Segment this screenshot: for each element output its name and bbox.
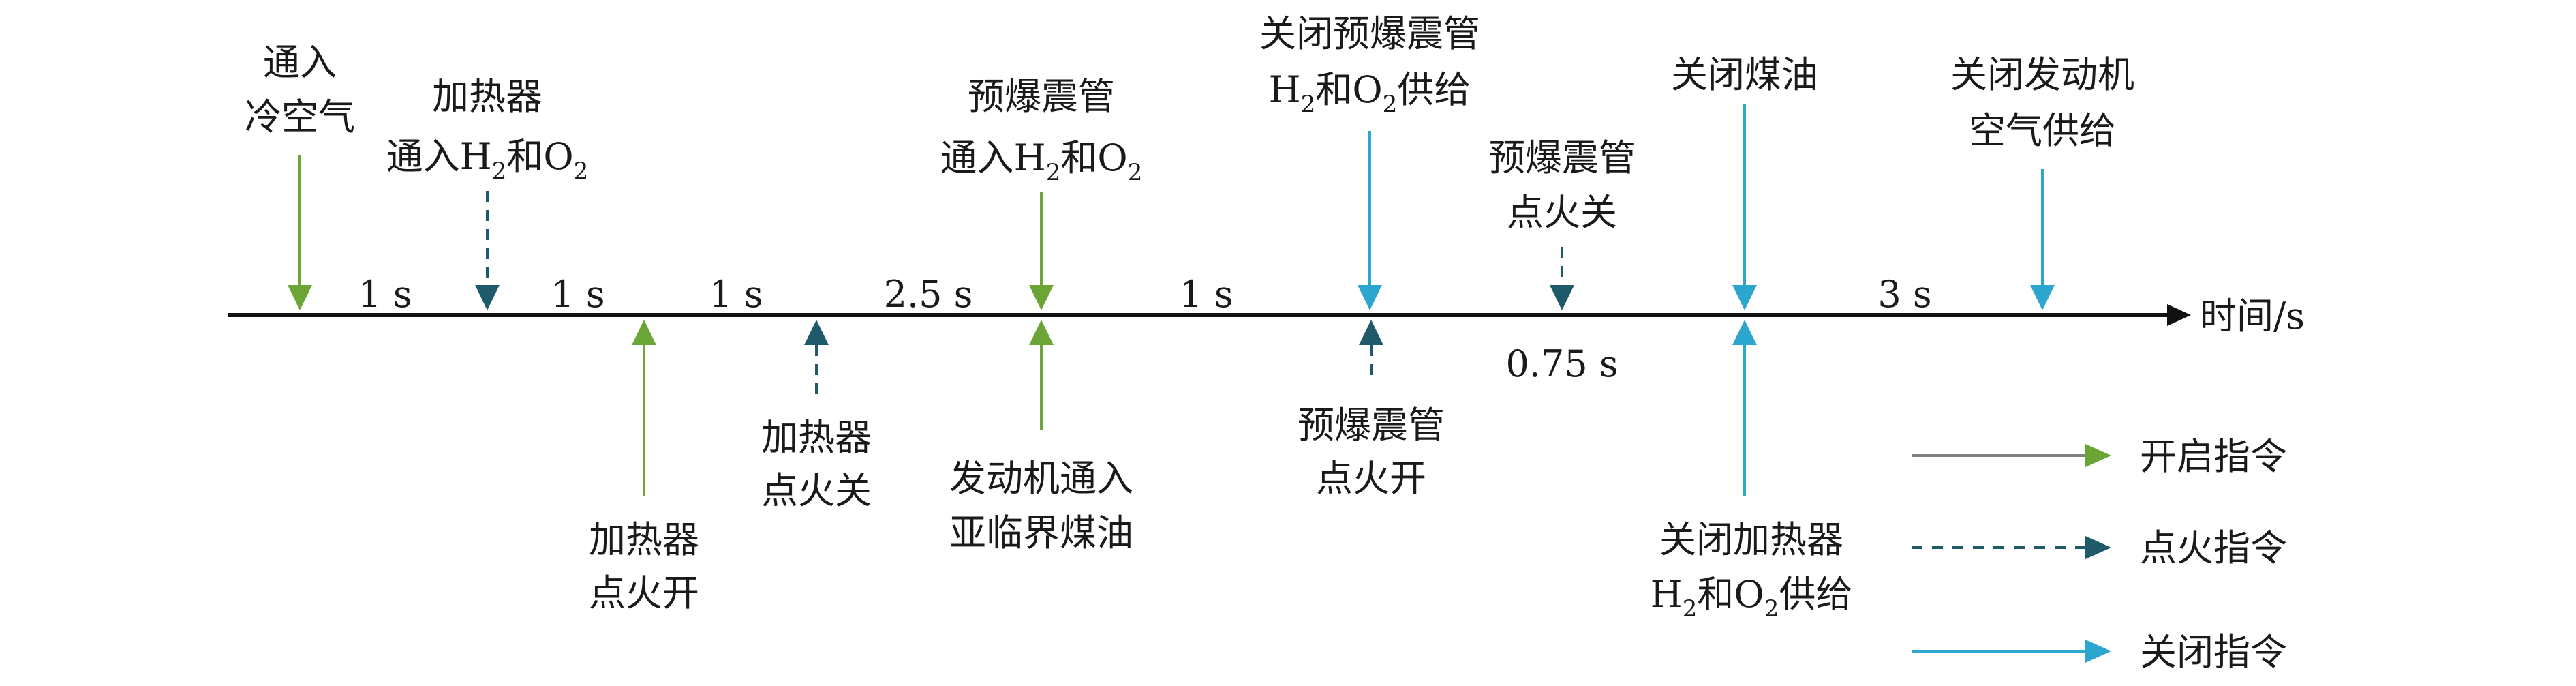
event-label-line: 通入H2和O2 xyxy=(940,136,1143,186)
event-label-line: 通入 xyxy=(263,41,337,84)
event-predetonator-ignition-off: 预爆震管 点火关 xyxy=(1488,136,1636,310)
close-command-arrowhead-icon xyxy=(1732,285,1757,310)
legend-label: 关闭指令 xyxy=(2140,631,2287,674)
event-label-line: 预爆震管 xyxy=(968,75,1115,118)
interval-label: 1 s xyxy=(551,273,604,316)
event-close-kerosene: 关闭煤油 xyxy=(1671,53,1818,310)
event-label-line: H2和O2供给 xyxy=(1269,68,1471,118)
open-command-arrowhead-icon xyxy=(1029,320,1054,345)
event-open-cold-air: 通入 冷空气 xyxy=(245,41,355,310)
event-label-line: 点火关 xyxy=(1507,191,1617,234)
event-heater-ignition-on: 加热器 点火开 xyxy=(589,320,699,614)
event-label-line: 空气供给 xyxy=(1969,109,2116,152)
legend-ignite-arrowhead-icon xyxy=(2085,536,2111,559)
ignite-command-arrowhead-icon xyxy=(804,320,829,345)
close-command-arrowhead-icon xyxy=(1732,320,1757,345)
open-command-arrowhead-icon xyxy=(288,285,312,310)
event-label-line: 预爆震管 xyxy=(1488,136,1636,179)
event-label-line: 通入H2和O2 xyxy=(386,135,589,185)
event-label-line: H2和O2供给 xyxy=(1651,573,1853,623)
ignite-command-arrowhead-icon xyxy=(1359,320,1383,345)
open-command-arrowhead-icon xyxy=(632,320,656,345)
legend-open-arrowhead-icon xyxy=(2085,444,2111,467)
interval-label: 1 s xyxy=(1179,273,1233,316)
event-close-engine-air: 关闭发动机 空气供给 xyxy=(1950,53,2134,310)
legend-item-close: 关闭指令 xyxy=(1912,631,2287,674)
interval-labels: 1 s 1 s 1 s 2.5 s 1 s 0.75 s 3 s xyxy=(358,273,1931,385)
event-label-line: 点火开 xyxy=(1316,457,1426,500)
event-close-predetonator-h2-o2: 关闭预爆震管 H2和O2供给 xyxy=(1259,12,1480,310)
legend-item-open: 开启指令 xyxy=(1912,435,2287,478)
event-heater-ignition-off: 加热器 点火关 xyxy=(761,320,872,512)
legend: 开启指令 点火指令 关闭指令 xyxy=(1912,435,2287,674)
event-label-line: 点火开 xyxy=(589,571,699,614)
event-label-line: 加热器 xyxy=(432,75,542,118)
time-axis-label: 时间/s xyxy=(2200,295,2305,338)
event-close-heater-h2-o2: 关闭加热器 H2和O2供给 xyxy=(1651,320,1853,623)
event-label-line: 预爆震管 xyxy=(1298,404,1445,447)
event-label-line: 关闭预爆震管 xyxy=(1259,12,1480,55)
event-engine-kerosene-in: 发动机通入 亚临界煤油 xyxy=(949,320,1133,554)
event-predetonator-ignition-on: 预爆震管 点火开 xyxy=(1298,320,1445,500)
event-label-line: 关闭加热器 xyxy=(1659,518,1843,561)
event-label-line: 亚临界煤油 xyxy=(949,511,1133,554)
interval-label: 3 s xyxy=(1877,273,1931,316)
time-axis: 时间/s xyxy=(228,295,2305,338)
event-label-line: 冷空气 xyxy=(245,95,355,138)
interval-label: 1 s xyxy=(358,273,412,316)
event-predetonator-h2-o2-in: 预爆震管 通入H2和O2 xyxy=(940,75,1143,310)
event-heater-h2-o2-in: 加热器 通入H2和O2 xyxy=(386,75,589,310)
ignite-command-arrowhead-icon xyxy=(1550,285,1574,310)
legend-label: 开启指令 xyxy=(2140,435,2287,478)
event-label-line: 发动机通入 xyxy=(949,457,1133,500)
event-label-line: 加热器 xyxy=(761,416,872,459)
interval-label: 1 s xyxy=(709,273,763,316)
legend-label: 点火指令 xyxy=(2140,526,2287,569)
event-label-line: 关闭发动机 xyxy=(1950,53,2134,96)
interval-label: 2.5 s xyxy=(884,273,973,316)
ignite-command-arrowhead-icon xyxy=(475,285,500,310)
event-label-line: 关闭煤油 xyxy=(1671,53,1818,96)
interval-label: 0.75 s xyxy=(1505,342,1618,385)
open-command-arrowhead-icon xyxy=(1029,285,1054,310)
event-label-line: 点火关 xyxy=(761,469,872,512)
time-axis-arrowhead-icon xyxy=(2167,304,2191,326)
legend-close-arrowhead-icon xyxy=(2085,640,2111,663)
close-command-arrowhead-icon xyxy=(1358,285,1382,310)
close-command-arrowhead-icon xyxy=(2030,285,2055,310)
event-label-line: 加热器 xyxy=(589,518,699,561)
legend-item-ignite: 点火指令 xyxy=(1912,526,2287,569)
